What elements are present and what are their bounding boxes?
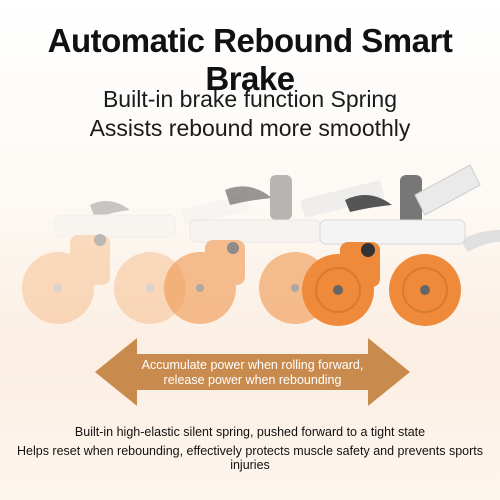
ab-roller-sequence-image <box>22 164 500 326</box>
subheadline-line-2: Assists rebound more smoothly <box>89 115 411 141</box>
arrow-callout-text: Accumulate power when rolling forward, r… <box>135 358 370 388</box>
roller-faded <box>22 195 250 324</box>
double-arrow-icon <box>95 338 410 406</box>
headline: Automatic Rebound Smart Brake <box>47 22 453 97</box>
arrow-callout-line-2: release power when rebounding <box>163 373 342 387</box>
subheadline-line-1: Built-in brake function Spring <box>102 86 398 112</box>
footer-line-1: Built-in high-elastic silent spring, pus… <box>74 425 426 439</box>
footer-line-2: Helps reset when rebounding, effectively… <box>17 444 483 472</box>
roller-solid <box>302 164 500 326</box>
arrow-callout-line-1: Accumulate power when rolling forward, <box>141 358 364 372</box>
double-arrow-callout: Accumulate power when rolling forward, r… <box>95 336 410 408</box>
